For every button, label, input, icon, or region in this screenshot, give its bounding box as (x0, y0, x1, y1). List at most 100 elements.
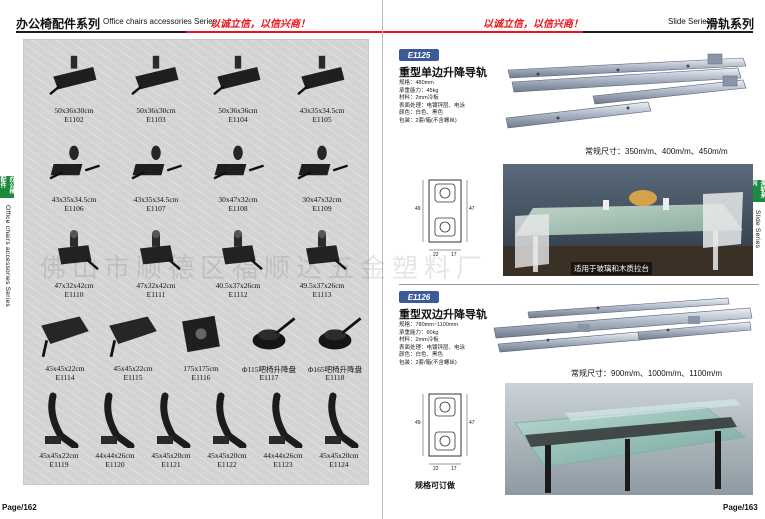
chair-part-icon (101, 392, 135, 448)
spec-line: 颜色：白色、黑色 (399, 352, 444, 358)
left-header: 办公椅配件系列 Office chairs accessories Series… (0, 0, 382, 31)
chair-part-icon (318, 317, 362, 350)
page-spine (382, 0, 383, 519)
dim-label: 49 (415, 206, 421, 212)
spec-line: 承重能力：45kg (399, 87, 439, 94)
product-title-e1126: 重型双边升降导轨 (399, 309, 487, 321)
right-header-rule-red (383, 31, 583, 33)
part-size: 45x45x20cm (207, 451, 247, 460)
part-code: E1116 (191, 373, 211, 382)
part-code: E1118 (325, 373, 345, 382)
part-size: 40.5x37x26cm (215, 281, 261, 290)
chair-part-icon (109, 316, 157, 358)
chair-part-icon (213, 392, 247, 448)
glass-table-photo-2 (505, 383, 753, 495)
left-side-tab-label: 办公椅配件 (0, 176, 14, 194)
product-divider (399, 284, 759, 285)
right-slogan: 以诚立信，以信兴商！ (483, 19, 583, 30)
spec-line: 材料：2mm冷板 (399, 95, 439, 101)
part-size: 30x47x32cm (218, 195, 258, 204)
part-size: 45x45x22cm (39, 451, 79, 460)
part-size: 47x32x42cm (54, 281, 94, 290)
part-size: 43x35x34.5cm (51, 195, 97, 204)
part-size: 175x175cm (183, 364, 219, 373)
dim-label: 22 (433, 466, 439, 472)
dim-label: 47 (469, 206, 475, 212)
right-header: 以诚立信，以信兴商！ Slide Series 滑轨系列 (383, 0, 765, 31)
part-code: E1119 (49, 460, 69, 469)
part-size: 30x47x32cm (302, 195, 342, 204)
chair-part-icon (140, 230, 181, 271)
part-size: Φ165吧椅升降盘 (307, 365, 363, 374)
left-page: 办公椅配件系列 Office chairs accessories Series… (0, 0, 382, 519)
spec-line: 规格：780mm~1100mm (399, 322, 459, 328)
chair-part-icon (222, 230, 263, 271)
product-specs-e1126: 规格：780mm~1100mm 承重能力：60kg 材料：2mm冷板 表面处理：… (399, 322, 465, 367)
left-title-cn: 办公椅配件系列 (16, 17, 101, 31)
chair-part-icon (49, 55, 97, 96)
left-footer: Page/162 (2, 503, 37, 512)
custom-size-note: 规格可订做 (415, 481, 455, 490)
part-code: E1103 (146, 115, 166, 124)
chair-part-icon (252, 317, 296, 350)
part-code: E1124 (329, 460, 349, 469)
dim-label: 22 (433, 252, 439, 258)
part-size: 45x45x20cm (151, 451, 191, 460)
left-title-en: Office chairs accessories Series (103, 17, 217, 26)
right-footer: Page/163 (723, 503, 758, 512)
chair-part-icon (131, 145, 182, 180)
spec-line: 包装：2套/箱(不含螺丝) (399, 359, 457, 366)
chair-part-icon (131, 55, 179, 96)
right-header-rule (583, 31, 753, 33)
right-side-tab: 滑轨系列 (750, 180, 765, 202)
spec-line: 颜色：白色、黑色 (399, 110, 444, 116)
product-badge-e1126: E1126 (399, 291, 439, 303)
part-code: E1104 (228, 115, 248, 124)
part-code: E1106 (64, 204, 84, 213)
right-side-text: Slide Series (754, 210, 761, 249)
chair-part-icon (45, 392, 79, 448)
part-code: E1113 (312, 290, 332, 299)
chair-part-icon (49, 145, 100, 180)
rail-cross-section-diagram-2: 49 47 22 17 规格可订做 (409, 384, 479, 494)
part-code: E1115 (123, 373, 143, 382)
dim-label: 49 (415, 420, 421, 426)
product-badge-e1125: E1125 (399, 49, 439, 61)
right-page: 以诚立信，以信兴商！ Slide Series 滑轨系列 滑轨系列 Slide … (383, 0, 765, 519)
part-size: 44x44x26cm (263, 451, 303, 460)
part-code: E1107 (146, 204, 166, 213)
chair-part-icon (213, 55, 261, 96)
part-code: E1120 (105, 460, 125, 469)
part-code: E1110 (64, 290, 84, 299)
watermark-text: 佛山市顺德区福顺达五金塑料厂 (40, 254, 489, 284)
part-code: E1109 (312, 204, 332, 213)
right-title-cn: 滑轨系列 (706, 17, 755, 31)
right-title-en: Slide Series (668, 17, 711, 26)
part-code: E1111 (146, 290, 166, 299)
chair-part-icon (213, 145, 264, 180)
part-code: E1117 (259, 373, 279, 382)
chair-part-icon (157, 392, 191, 448)
chair-part-icon (269, 392, 303, 448)
part-code: E1121 (161, 460, 181, 469)
dim-label: 47 (469, 420, 475, 426)
photo-caption-1: 适用于玻璃和木质拉台 (571, 262, 652, 275)
part-size: 49.5x37x26cm (299, 281, 345, 290)
